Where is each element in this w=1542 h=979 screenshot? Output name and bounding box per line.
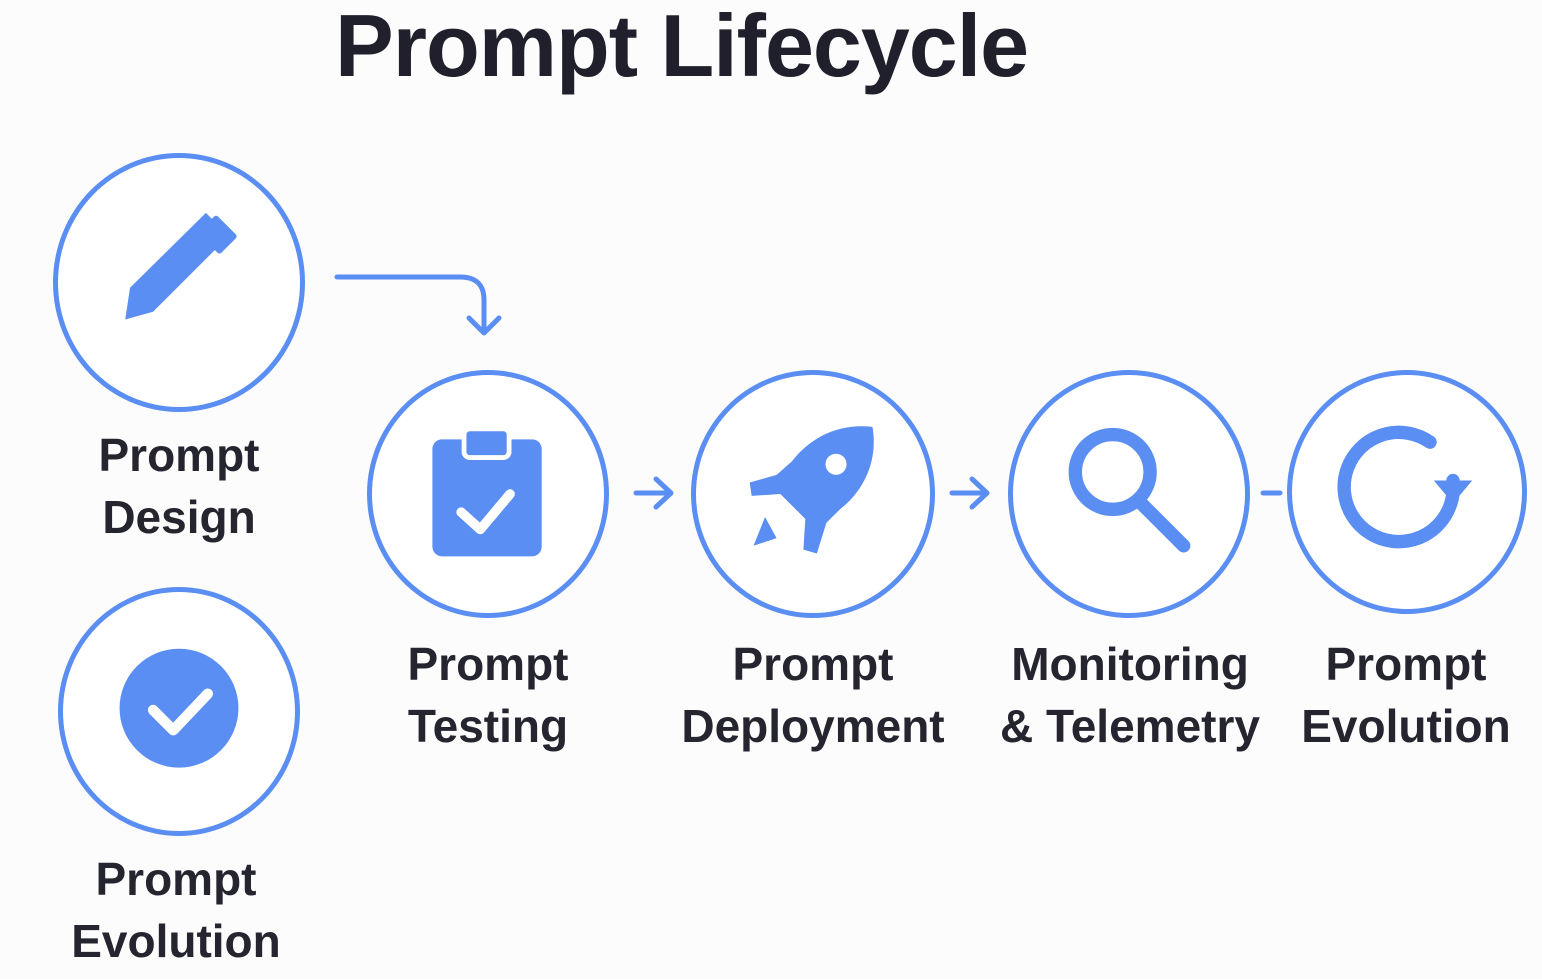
design-to-testing-arrow	[334, 274, 487, 335]
rocket-icon	[749, 426, 874, 554]
node-monitoring-telemetry	[1008, 370, 1250, 618]
testing-to-deployment-arrow	[633, 476, 674, 510]
label-prompt-design: Prompt Design	[98, 429, 260, 543]
diagram-title: Prompt Lifecycle	[335, 0, 1029, 95]
label-prompt-deployment: Prompt Deployment	[681, 638, 945, 752]
node-prompt-design	[53, 153, 305, 412]
node-prompt-deployment	[691, 370, 935, 618]
pencil-icon	[125, 212, 237, 320]
node-prompt-evolution-left	[58, 587, 300, 836]
check-circle-icon	[119, 648, 239, 768]
node-prompt-evolution-right	[1287, 370, 1527, 614]
design-to-testing-arrowhead	[466, 315, 502, 336]
magnifier-icon	[1068, 427, 1191, 553]
node-prompt-testing	[367, 370, 609, 618]
label-prompt-evolution-right: Prompt Evolution	[1301, 638, 1511, 752]
deployment-to-monitoring-arrow	[949, 476, 990, 510]
label-prompt-evolution-left: Prompt Evolution	[71, 853, 281, 967]
refresh-icon	[1337, 425, 1473, 549]
label-prompt-testing: Prompt Testing	[407, 638, 569, 752]
label-monitoring-telemetry: Monitoring & Telemetry	[1000, 638, 1260, 752]
clipboard-check-icon	[432, 426, 542, 557]
